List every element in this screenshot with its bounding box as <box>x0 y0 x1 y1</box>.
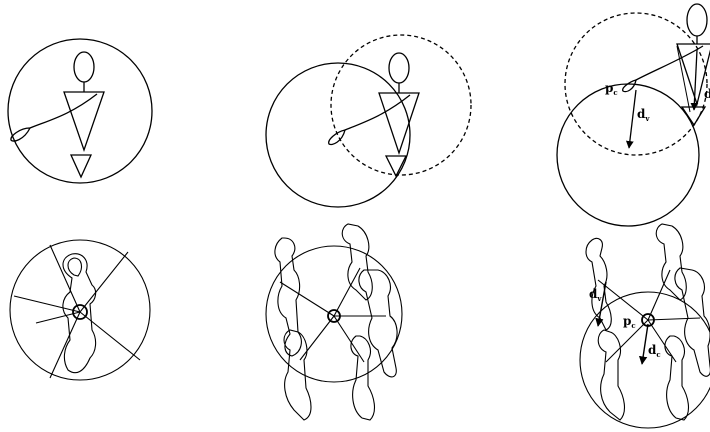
figure-hand <box>623 80 636 92</box>
label-dc-right: dc <box>704 87 710 103</box>
arm-ray <box>50 245 80 312</box>
mannequin-left-upper <box>275 238 301 356</box>
arm-ray <box>36 312 80 323</box>
panel-top-middle <box>266 35 471 207</box>
figure-head <box>74 52 94 82</box>
figure-arm <box>30 94 97 128</box>
panel-top-left <box>8 39 152 183</box>
arm-ray <box>300 316 334 360</box>
arm-ray <box>334 268 360 316</box>
panel-bottom-middle <box>266 224 402 420</box>
label-dc-bottom: dc <box>648 343 661 359</box>
figure-head <box>389 53 409 83</box>
arm-ray <box>334 316 364 362</box>
arm-ray <box>80 312 140 360</box>
label-pc-top: pc <box>605 81 618 97</box>
hand-circle <box>580 292 710 428</box>
mannequin-head <box>68 258 81 276</box>
mannequin-left-upper <box>586 238 611 330</box>
hand-circle <box>266 63 410 207</box>
panel-top-right <box>557 4 710 226</box>
mannequin-left-lower <box>598 330 624 420</box>
arm-ray <box>648 318 700 320</box>
label-dv-top: dv <box>637 107 650 123</box>
mannequin-top <box>342 224 372 300</box>
vector-dv <box>598 282 606 326</box>
vector-dv <box>629 90 636 148</box>
label-pc-bottom: pc <box>623 314 636 330</box>
mannequin-right-lower <box>351 336 375 420</box>
figure-legs <box>71 155 91 177</box>
figure-arm <box>636 46 703 80</box>
arm-ray <box>80 252 128 312</box>
figure-torso <box>379 93 419 153</box>
reach-circle <box>8 39 152 183</box>
mannequin-right <box>359 270 397 377</box>
arm-ray <box>280 282 334 316</box>
panel-bottom-left <box>10 240 150 380</box>
arm-ray <box>50 312 80 378</box>
mannequin-left-lower <box>284 330 311 420</box>
arm-ray <box>14 296 80 312</box>
panel-bottom-right <box>580 224 710 428</box>
figure-head <box>687 4 707 36</box>
mannequin-right-lower <box>665 336 689 420</box>
mannequin-top <box>656 224 686 300</box>
figure-torso <box>64 92 104 150</box>
figure-arm <box>345 95 410 130</box>
body-circle-dashed <box>331 35 471 175</box>
label-dv-bottom: dv <box>589 287 602 303</box>
